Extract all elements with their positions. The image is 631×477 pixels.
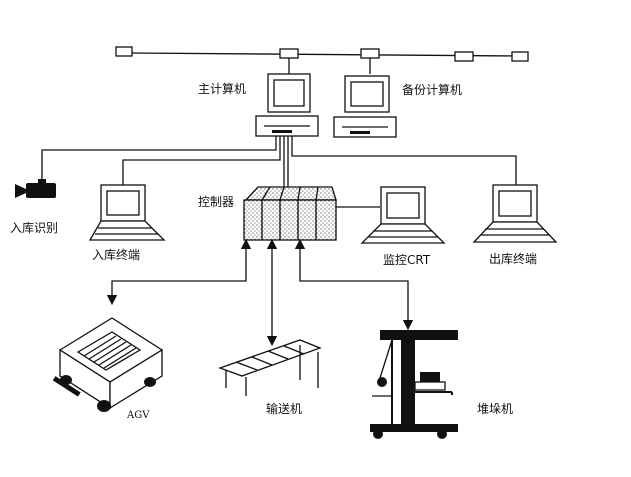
- backup-computer: 备份计算机: [333, 75, 462, 138]
- main-computer-links: [41, 136, 517, 188]
- outbound-terminal-label: 出库终端: [489, 251, 537, 266]
- camera-icon: 入库识别: [10, 179, 58, 235]
- network-bus: [115, 46, 529, 74]
- main-computer: 主计算机: [198, 73, 319, 137]
- conveyor-label: 输送机: [266, 401, 302, 416]
- controller-equipment-links: [106, 238, 414, 347]
- bus-node: [279, 48, 299, 59]
- bus-node: [115, 46, 133, 57]
- inbound-terminal: 入库终端: [88, 184, 166, 262]
- controller: 控制器: [198, 186, 380, 241]
- agv-vehicle: AGV: [52, 317, 164, 421]
- controller-label: 控制器: [198, 195, 234, 209]
- outbound-terminal: 出库终端: [472, 184, 558, 266]
- bus-node: [360, 48, 380, 59]
- bus-node: [511, 51, 529, 62]
- monitor-crt: 监控CRT: [360, 186, 446, 267]
- agv-label: AGV: [126, 410, 150, 421]
- conveyor: 输送机: [218, 339, 322, 416]
- main-computer-label: 主计算机: [198, 81, 246, 96]
- inbound-id-label: 入库识别: [10, 220, 58, 235]
- inbound-terminal-label: 入库终端: [92, 247, 140, 262]
- backup-computer-label: 备份计算机: [402, 82, 462, 97]
- bus-node: [454, 51, 474, 62]
- stacker-crane: 堆垛机: [370, 330, 513, 439]
- stacker-label: 堆垛机: [477, 401, 513, 416]
- monitor-crt-label: 监控CRT: [383, 253, 431, 267]
